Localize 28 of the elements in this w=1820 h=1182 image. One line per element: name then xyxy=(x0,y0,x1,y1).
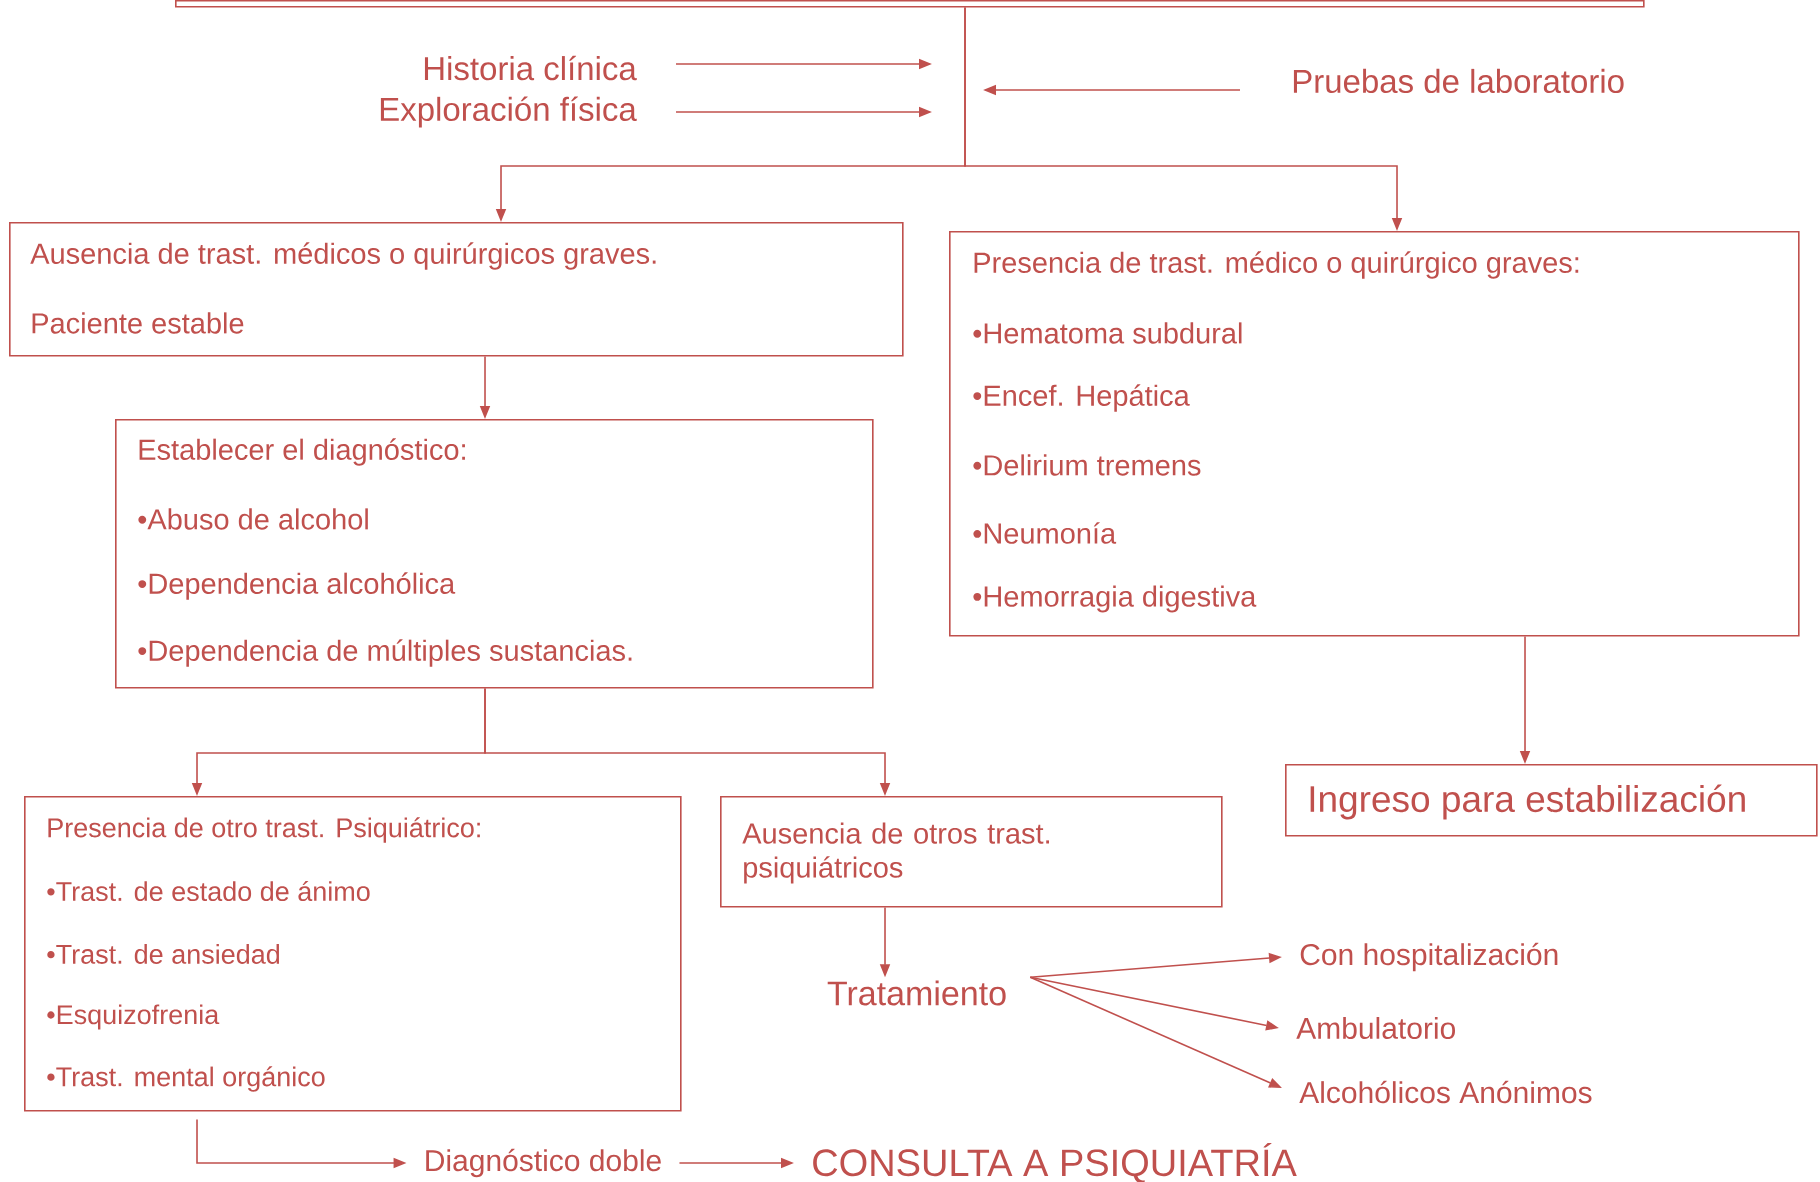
list-item: •Neumonía xyxy=(973,522,1117,544)
flow-text: Pruebas de laboratorio xyxy=(1293,68,1624,94)
list-item: Paciente estable xyxy=(32,312,244,334)
flow-text: Diagnóstico doble xyxy=(426,1148,661,1178)
box-text: Ausencia de otros trast. psiquiátricos xyxy=(742,822,1049,884)
list-item: •Abuso de alcohol xyxy=(138,508,368,530)
box-heading: Presencia de otro trast. Psiquiátrico: xyxy=(48,817,480,843)
list-item: •Esquizofrenia xyxy=(47,1004,220,1030)
box-heading: Ausencia de trast. médicos o quirúrgicos graves. xyxy=(30,242,656,270)
list-item: •Dependencia alcohólica xyxy=(138,572,456,600)
list-item: •Trast. de ansiedad xyxy=(47,944,280,964)
flow-text: Con hospitalización xyxy=(1300,942,1558,972)
box-text: Ingreso para estabilización xyxy=(1310,784,1745,820)
box-heading: Establecer el diagnóstico: xyxy=(139,438,465,466)
top-box xyxy=(175,0,1645,8)
list-item: •Hemorragia digestiva xyxy=(973,585,1257,613)
list-item: •Delirium tremens xyxy=(973,454,1201,476)
list-item: •Trast. mental orgánico xyxy=(47,1066,325,1092)
list-item: •Hematoma subdural xyxy=(973,322,1242,344)
flow-text: Historia clínica xyxy=(424,55,637,81)
flow-text: Ambulatorio xyxy=(1296,1017,1455,1039)
flow-text: Exploración física xyxy=(380,96,637,128)
box-heading: Presencia de trast. médico o quirúrgico graves: xyxy=(974,251,1579,279)
list-item: •Dependencia de múltiples sustancias. xyxy=(138,639,632,667)
list-item: •Trast. de estado de ánimo xyxy=(47,880,370,902)
flow-text: Tratamiento xyxy=(827,980,1006,1006)
flow-text: Alcohólicos Anónimos xyxy=(1299,1080,1592,1104)
list-item: •Encef. Hepática xyxy=(973,384,1190,412)
